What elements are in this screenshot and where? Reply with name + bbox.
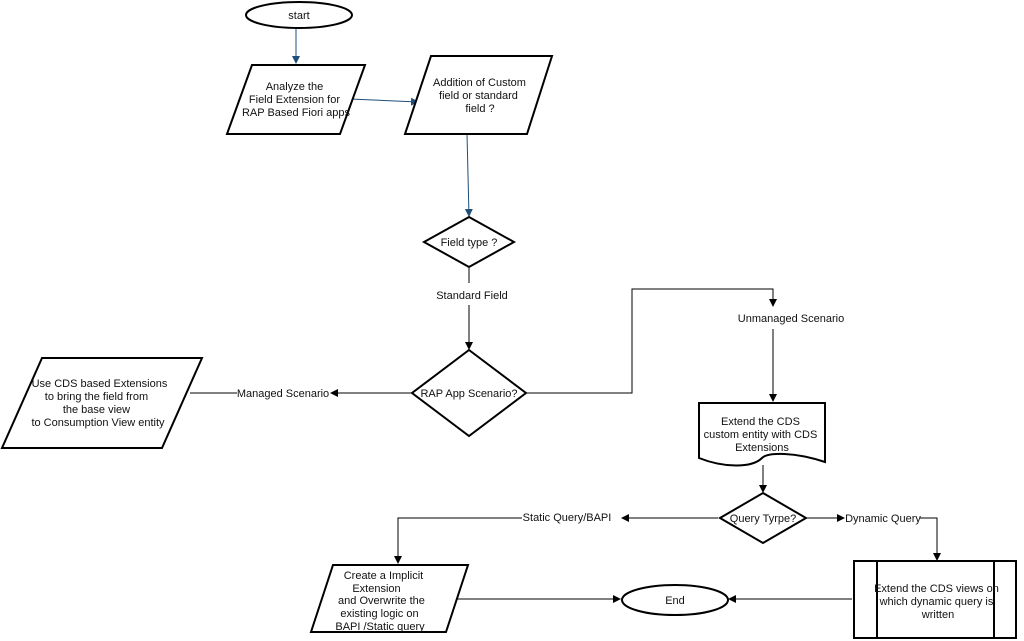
dynamic-query-label: Dynamic Query xyxy=(845,513,921,525)
analyze-line-2: Field Extension for xyxy=(249,94,340,106)
query-type-shape xyxy=(718,491,808,545)
managed-scenario-label: Managed Scenario xyxy=(237,388,329,400)
rap-scenario-shape xyxy=(410,348,528,438)
unmanaged-scenario-label: Unmanaged Scenario xyxy=(738,313,844,325)
extend-cds-custom-label: Extend the CDS custom entity with CDS Ex… xyxy=(704,416,821,454)
create-implicit-line-4: existing logic on xyxy=(340,608,418,620)
use-cds-line-2: to bring the field from xyxy=(45,391,148,403)
field-type-node: Field type ? xyxy=(421,215,517,269)
edge-analyze-to-addition xyxy=(349,97,419,106)
extend-cds-custom-line-3: Extensions xyxy=(735,442,789,454)
end-shape xyxy=(621,584,729,616)
addition-shape xyxy=(403,55,554,135)
analyze-label: Analyze the Field Extension for RAP Base… xyxy=(242,81,351,119)
edge-rap-to-unmanaged xyxy=(527,288,777,394)
extend-cds-custom-node: Extend the CDS custom entity with CDS Ex… xyxy=(698,402,826,467)
analyze-line-3: RAP Based Fiori apps xyxy=(242,107,351,119)
start-node: start xyxy=(245,1,353,29)
end-node: End xyxy=(621,584,729,616)
end-label: End xyxy=(665,595,685,607)
extend-cds-custom-line-1: Extend the CDS xyxy=(721,416,800,428)
use-cds-shape xyxy=(0,357,204,449)
create-implicit-line-2: Extension xyxy=(352,583,400,595)
create-implicit-node: Create a Implicit Extension and Overwrit… xyxy=(309,564,470,633)
query-type-node: Query Tyrpe? xyxy=(718,491,808,545)
extend-cds-views-line-1: Extend the CDS views on xyxy=(874,583,999,595)
start-shape xyxy=(245,1,353,29)
edge-dynamic-label-to-extendviews xyxy=(920,517,941,561)
query-type-label: Query Tyrpe? xyxy=(730,513,796,525)
edge-static-label-to-createimplicit xyxy=(394,517,522,564)
addition-line-2: field or standard xyxy=(439,90,518,102)
use-cds-line-4: to Consumption View entity xyxy=(31,417,165,429)
analyze-shape xyxy=(225,64,367,135)
use-cds-line-1: Use CDS based Extensions xyxy=(32,378,168,390)
standard-field-label: Standard Field xyxy=(436,290,508,302)
use-cds-node: Use CDS based Extensions to bring the fi… xyxy=(0,357,204,449)
create-implicit-shape xyxy=(309,564,470,633)
start-label: start xyxy=(288,10,309,22)
extend-cds-views-line-3: written xyxy=(921,609,954,621)
field-type-shape xyxy=(421,215,517,269)
addition-node: Addition of Custom field or standard fie… xyxy=(403,55,554,135)
static-query-label: Static Query/BAPI xyxy=(523,512,612,524)
analyze-line-1: Analyze the xyxy=(266,81,323,93)
edge-addition-to-fieldtype xyxy=(464,133,473,217)
extend-cds-views-shape xyxy=(853,560,1017,639)
rap-scenario-label: RAP App Scenario? xyxy=(420,388,517,400)
addition-label: Addition of Custom field or standard fie… xyxy=(433,77,529,115)
rap-scenario-node: RAP App Scenario? xyxy=(410,348,528,438)
create-implicit-line-5: BAPI /Static query xyxy=(335,621,425,633)
addition-line-3: field ? xyxy=(465,103,494,115)
create-implicit-line-1: Create a Implicit xyxy=(344,570,423,582)
extend-cds-views-node: Extend the CDS views on which dynamic qu… xyxy=(853,560,1017,639)
use-cds-label: Use CDS based Extensions to bring the fi… xyxy=(31,378,170,429)
use-cds-line-3: the base view xyxy=(63,404,130,416)
analyze-node: Analyze the Field Extension for RAP Base… xyxy=(225,64,367,135)
create-implicit-line-3: and Overwrite the xyxy=(338,595,425,607)
extend-cds-custom-shape xyxy=(698,402,826,467)
addition-line-1: Addition of Custom xyxy=(433,77,526,89)
create-implicit-label: Create a Implicit Extension and Overwrit… xyxy=(335,570,428,633)
extend-cds-views-label: Extend the CDS views on which dynamic qu… xyxy=(874,583,1002,621)
extend-cds-views-line-2: which dynamic query is xyxy=(879,596,994,608)
extend-cds-custom-line-2: custom entity with CDS xyxy=(704,429,818,441)
field-type-label: Field type ? xyxy=(441,237,498,249)
